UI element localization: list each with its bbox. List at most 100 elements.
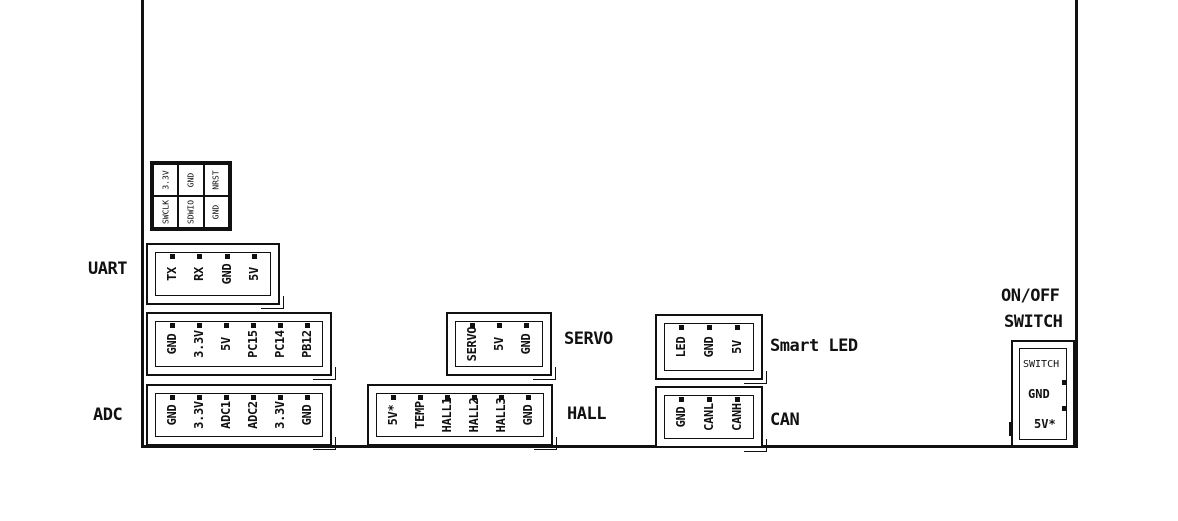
switch-pin-label: 5V*	[1034, 417, 1056, 431]
connector-inner	[376, 393, 544, 437]
adc-pin: GND	[293, 395, 320, 435]
pin-notch	[197, 254, 203, 259]
gpio-pin: PC14	[266, 323, 293, 365]
connector-inner	[455, 321, 543, 367]
led-pin: GND	[695, 325, 723, 369]
can-pin: CANL	[695, 397, 723, 437]
swd-pin-label: SWCLK	[161, 199, 171, 225]
pin-label: ADC2	[245, 401, 260, 429]
connector-shadow	[533, 367, 556, 380]
adc-pin: ADC1	[212, 395, 239, 435]
adc-pin: GND	[158, 395, 185, 435]
gpio-connector: GND 3.3V 5V PC15 PC14 PB12	[146, 312, 336, 380]
uart-pin: RX	[186, 254, 214, 294]
pin-label: 5V*	[385, 404, 400, 426]
pin-label: GND	[520, 404, 535, 426]
pin-notch	[417, 395, 423, 400]
switch-label-line1: ON/OFF	[1001, 286, 1060, 306]
pin-label: SERVO	[464, 326, 479, 362]
pin-notch	[250, 395, 256, 400]
pin-notch	[735, 397, 740, 402]
pin-label: 5V	[491, 337, 506, 351]
pin-label: 5V	[247, 267, 262, 281]
can-label: CAN	[770, 410, 800, 430]
smart-led-label: Smart LED	[770, 336, 858, 356]
led-pin: 5V	[723, 325, 751, 369]
servo-pin: 5V	[485, 323, 512, 365]
pin-row: 5V* TEMP HALL1 HALL2 HALL3 GND	[379, 395, 541, 435]
hall-pin: TEMP	[406, 395, 433, 435]
pin-notch	[1062, 380, 1067, 385]
swd-pin: GND	[203, 196, 229, 228]
pin-label: GND	[164, 404, 179, 426]
adc-connector: GND 3.3V ADC1 ADC2 3.3V GND	[146, 384, 336, 450]
connector-inner	[664, 323, 754, 371]
pin-notch	[169, 254, 175, 259]
pin-label: GND	[702, 336, 716, 358]
servo-label: SERVO	[564, 329, 613, 349]
gpio-pin: GND	[158, 323, 185, 365]
pin-notch	[707, 325, 712, 330]
pin-row: TX RX GND 5V	[158, 254, 268, 294]
pin-row: LED GND 5V	[667, 325, 751, 369]
swd-pin: SDWIO	[178, 196, 204, 228]
can-pin: GND	[667, 397, 695, 437]
connector-shadow	[313, 437, 336, 450]
board-outline	[141, 0, 1078, 448]
adc-pin: 3.3V	[185, 395, 212, 435]
pin-notch	[679, 397, 684, 402]
pin-label: RX	[192, 267, 207, 281]
pin-notch	[707, 397, 712, 402]
gpio-pin: 5V	[212, 323, 239, 365]
connector-inner	[155, 321, 323, 367]
pin-label: ADC1	[218, 401, 233, 429]
pin-notch	[223, 395, 229, 400]
pin-label: 5V	[730, 340, 744, 354]
connector-inner	[1019, 348, 1067, 440]
connector-inner	[664, 395, 754, 439]
pin-notch	[304, 323, 310, 328]
adc-pin: 3.3V	[266, 395, 293, 435]
adc-label: ADC	[93, 405, 123, 425]
swd-debug-header: 3.3V GND NRST SWCLK SDWIO GND	[150, 161, 232, 231]
pin-label: 5V	[218, 337, 233, 351]
pin-notch	[525, 395, 531, 400]
pin-label: 3.3V	[272, 401, 287, 429]
pin-notch	[390, 395, 396, 400]
pin-label: GND	[219, 263, 234, 285]
pin-label: PB12	[299, 330, 314, 358]
pin-label: GND	[519, 333, 534, 355]
connector-inner	[155, 252, 271, 296]
swd-pin-label: GND	[186, 172, 196, 188]
switch-tab	[1009, 422, 1012, 436]
pin-notch	[169, 395, 175, 400]
pin-label: CANL	[702, 403, 716, 431]
pin-notch	[277, 395, 283, 400]
pin-notch	[223, 323, 229, 328]
gpio-pin: 3.3V	[185, 323, 212, 365]
hall-connector: 5V* TEMP HALL1 HALL2 HALL3 GND	[367, 384, 557, 450]
hall-pin: HALL2	[460, 395, 487, 435]
pin-notch	[469, 323, 475, 328]
servo-pin: GND	[513, 323, 540, 365]
swd-pin-label: SDWIO	[186, 199, 196, 225]
uart-pin: TX	[158, 254, 186, 294]
connector-shadow	[261, 296, 284, 309]
servo-connector: SERVO 5V GND	[446, 312, 556, 380]
pin-row: GND 3.3V 5V PC15 PC14 PB12	[158, 323, 320, 365]
swd-pin: SWCLK	[153, 196, 179, 228]
swd-pin: NRST	[203, 164, 229, 196]
switch-connector: SWITCH GND 5V*	[1009, 340, 1075, 448]
pin-notch	[735, 325, 740, 330]
uart-connector: TX RX GND 5V	[146, 243, 284, 309]
hall-pin: HALL1	[433, 395, 460, 435]
uart-pin: 5V	[241, 254, 269, 294]
switch-pin-label: SWITCH	[1023, 359, 1060, 370]
pin-label: GND	[164, 333, 179, 355]
swd-pin: 3.3V	[153, 164, 179, 196]
connector-shadow	[534, 437, 557, 450]
pin-notch	[277, 323, 283, 328]
swd-pin-label: GND	[211, 204, 221, 220]
connector-inner	[155, 393, 323, 437]
uart-label: UART	[88, 259, 127, 279]
